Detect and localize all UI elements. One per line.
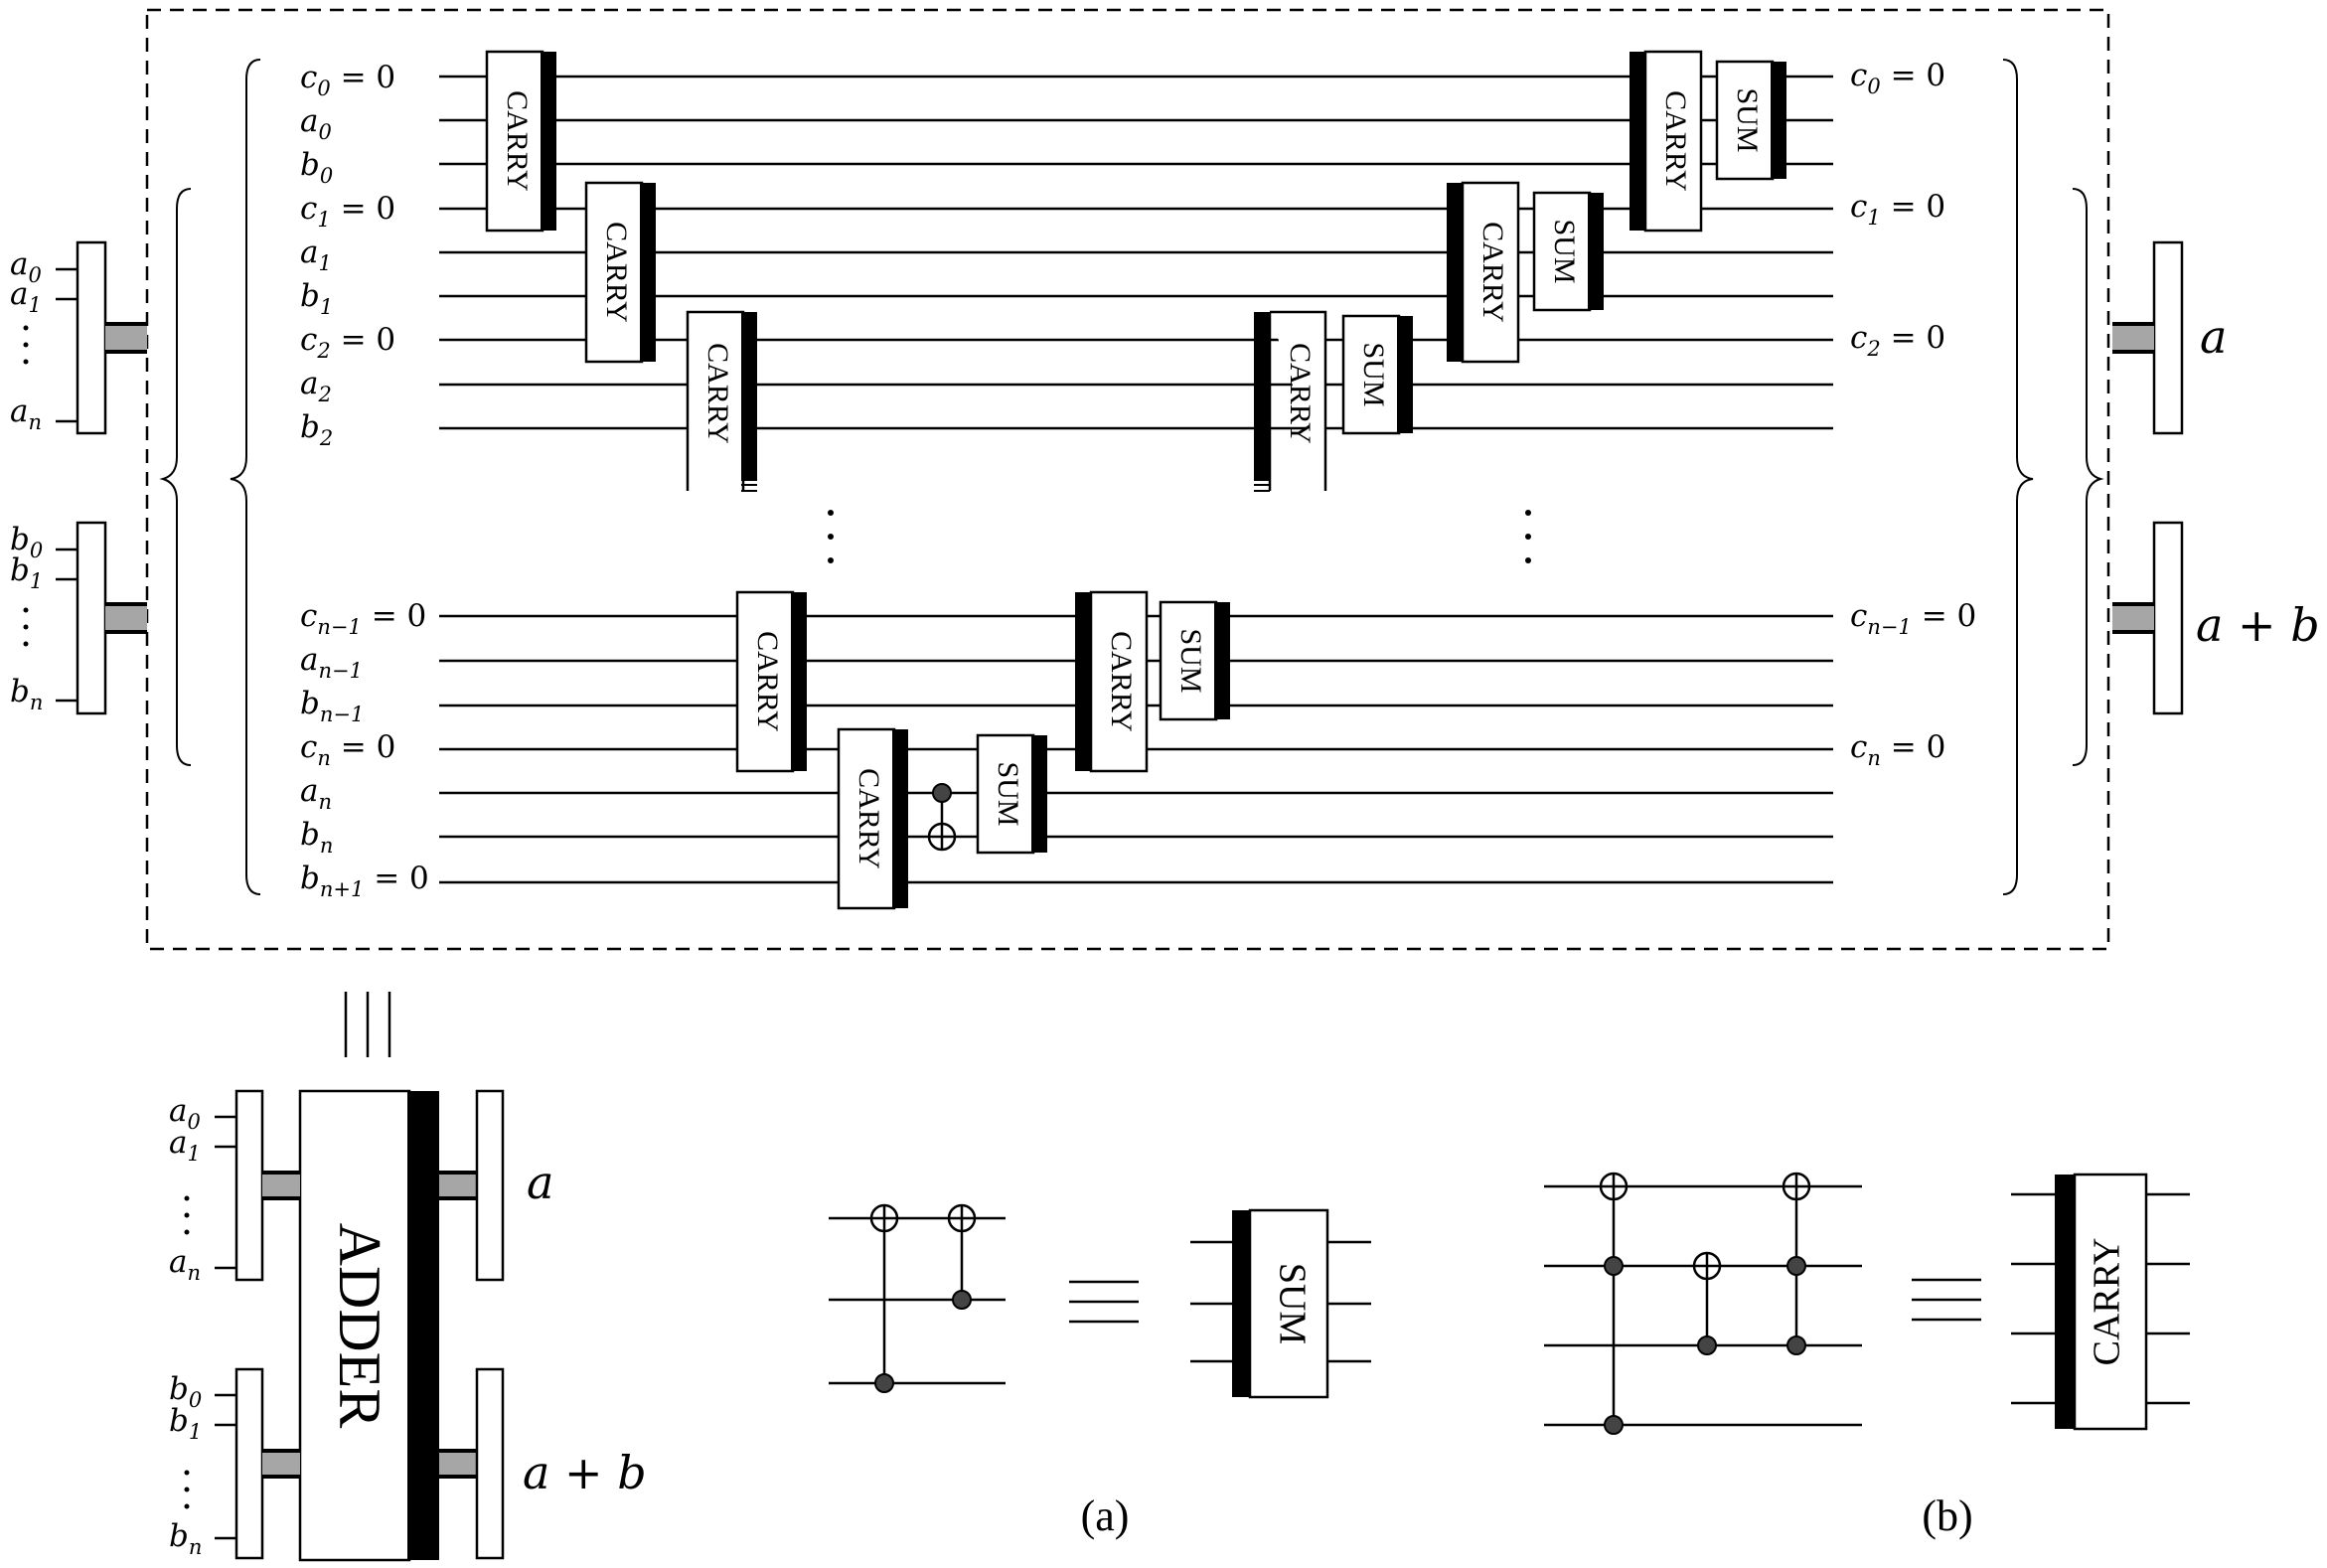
svg-text:CARRY: CARRY (600, 222, 633, 323)
svg-text:SUM: SUM (1271, 1263, 1313, 1344)
svg-text:b1: b1 (169, 1403, 202, 1444)
carry-gate-3-partial: CARRY (686, 310, 757, 492)
sum-gate-n1: SUM (1159, 600, 1232, 721)
adder-output-a: a (439, 1089, 553, 1282)
equiv-sum (1069, 1280, 1139, 1324)
label-cn1: cn−1 = 0 (300, 598, 426, 639)
output-label-a: a (2200, 310, 2227, 364)
svg-text:CARRY: CARRY (1105, 631, 1138, 732)
equiv-carry (1912, 1278, 1981, 1322)
output-label-aplusb: a + b (2196, 598, 2320, 652)
label-c0: c0 = 0 (300, 60, 395, 100)
carry-gate-rev-2: CARRY (1445, 181, 1520, 364)
caption-a: (a) (1081, 1491, 1130, 1540)
svg-text:a: a (527, 1156, 553, 1209)
carry-gate-n1: CARRY (735, 590, 809, 773)
svg-text:CARRY: CARRY (701, 343, 734, 444)
cnot-an-bn (927, 783, 957, 852)
adder-block: ADDER (298, 1089, 439, 1562)
sum-gate-n: SUM (976, 733, 1049, 855)
sum-gate-1: SUM (1715, 60, 1788, 181)
sum-decomposition (829, 1203, 1006, 1393)
sum-gate-3: SUM (1341, 314, 1415, 435)
svg-text:b0: b0 (169, 1371, 202, 1412)
input-register-b: b0 b1 bn (10, 521, 147, 715)
svg-text:a0: a0 (169, 1093, 201, 1134)
left-wire-labels: c0 = 0 a0 b0 c1 = 0 a1 b1 c2 = 0 a2 b2 c… (300, 60, 429, 901)
reg-label-b1: b1 (10, 552, 43, 593)
ellipsis-dots (828, 510, 1531, 563)
svg-text:CARRY: CARRY (751, 631, 784, 732)
reg-label-bn: bn (10, 674, 43, 714)
input-register-a: a0 a1 an (10, 240, 147, 435)
label-b0: b0 (300, 147, 333, 188)
adder-label: ADDER (327, 1223, 392, 1429)
label-bn1: bn−1 (300, 686, 364, 726)
carry-gate-rev-3-partial: CARRY (1254, 310, 1327, 492)
svg-text:SUM: SUM (1174, 628, 1207, 693)
label-out-c2: c2 = 0 (1850, 320, 1945, 361)
svg-text:SUM: SUM (992, 761, 1024, 826)
label-out-cn1: cn−1 = 0 (1850, 598, 1976, 639)
reg-label-b0: b0 (10, 522, 43, 562)
svg-text:CARRY: CARRY (501, 90, 534, 192)
braces (159, 59, 2104, 895)
label-bn: bn (300, 817, 333, 858)
adder-input-b: b0 b1 bn (169, 1367, 300, 1560)
label-b1: b1 (300, 278, 333, 319)
sum-gate-symbol: SUM (1190, 1208, 1371, 1399)
svg-text:SUM: SUM (1731, 87, 1764, 152)
svg-text:an: an (169, 1244, 201, 1285)
right-wire-labels: c0 = 0 c1 = 0 c2 = 0 cn−1 = 0 cn = 0 (1850, 58, 1976, 770)
label-bn1p: bn+1 = 0 (300, 861, 429, 901)
label-b2: b2 (300, 409, 333, 450)
svg-text:bn: bn (169, 1518, 202, 1559)
label-c2: c2 = 0 (300, 322, 395, 363)
reg-label-a1: a1 (10, 276, 42, 317)
label-a0: a0 (300, 103, 332, 144)
label-out-c0: c0 = 0 (1850, 58, 1945, 98)
carry-gate-rev-1: CARRY (1628, 50, 1703, 233)
carry-gate-n: CARRY (837, 727, 910, 910)
carry-gate-symbol: CARRY (2011, 1173, 2190, 1431)
svg-text:a + b: a + b (523, 1446, 647, 1499)
svg-text:a1: a1 (169, 1125, 201, 1166)
carry-gate-1: CARRY (485, 50, 558, 233)
svg-text:SUM: SUM (1357, 342, 1390, 406)
reg-label-a0: a0 (10, 246, 42, 287)
adder-input-a: a0 a1 an (169, 1089, 300, 1285)
carry-gate-2: CARRY (584, 181, 658, 364)
carry-decomposition (1544, 1172, 1862, 1435)
wires-top (439, 75, 1833, 430)
label-a1: a1 (300, 235, 332, 275)
caption-b: (b) (1922, 1491, 1972, 1540)
label-an: an (300, 773, 332, 814)
label-cn: cn = 0 (300, 729, 395, 770)
sum-gate-2: SUM (1532, 191, 1606, 312)
label-c1: c1 = 0 (300, 191, 395, 232)
label-out-c1: c1 = 0 (1850, 189, 1945, 230)
label-an1: an−1 (300, 642, 363, 683)
label-out-cn: cn = 0 (1850, 729, 1945, 770)
label-a2: a2 (300, 366, 332, 406)
adder-output-aplusb: a + b (439, 1367, 647, 1560)
carry-gate-rev-n1: CARRY (1073, 590, 1149, 773)
svg-text:CARRY: CARRY (2087, 1238, 2128, 1366)
svg-text:CARRY: CARRY (1476, 222, 1509, 323)
svg-text:SUM: SUM (1548, 219, 1581, 283)
equiv-vertical (344, 992, 391, 1057)
output-register-aplusb: a + b (2112, 521, 2320, 715)
svg-text:CARRY: CARRY (1284, 343, 1317, 444)
dashed-frame (145, 8, 2110, 951)
svg-text:CARRY: CARRY (1659, 90, 1692, 192)
svg-text:CARRY: CARRY (853, 768, 885, 869)
output-register-a: a (2112, 240, 2227, 435)
reg-label-an: an (10, 393, 42, 434)
